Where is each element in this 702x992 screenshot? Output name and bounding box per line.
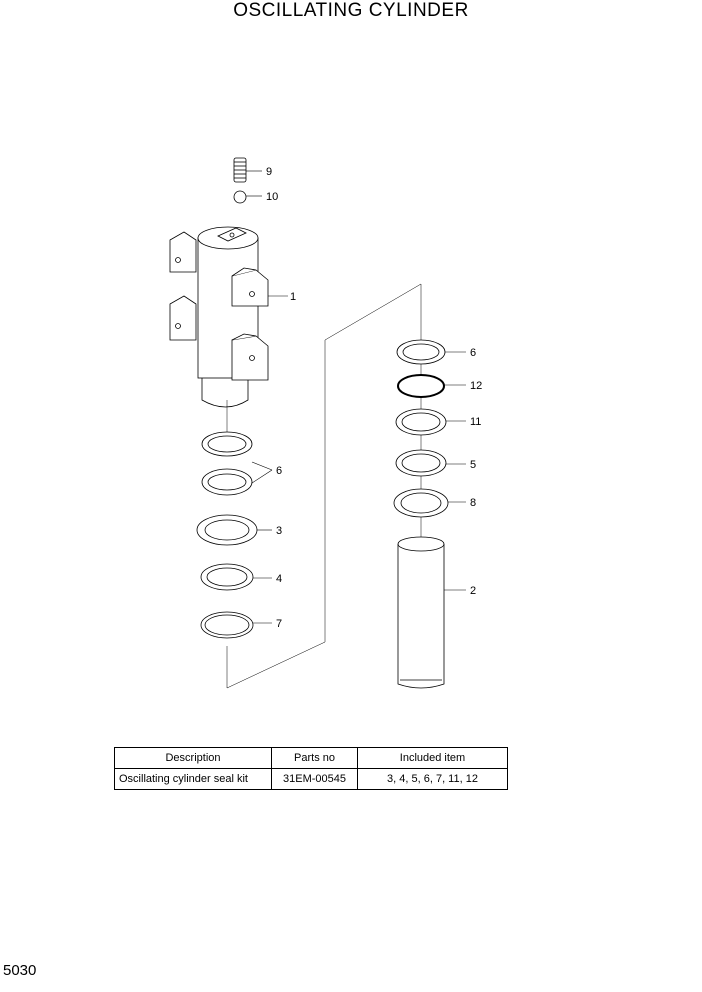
cell-description: Oscillating cylinder seal kit [114, 768, 272, 790]
callout-8: 8 [470, 497, 476, 509]
column-header-parts-no: Parts no [271, 747, 358, 769]
seal-6-right [396, 339, 446, 365]
callout-6-left: 6 [276, 465, 282, 477]
page-title: OSCILLATING CYLINDER [233, 0, 469, 21]
column-header-included-item: Included item [357, 747, 508, 769]
callout-1: 1 [290, 291, 296, 303]
callout-3: 3 [276, 525, 282, 537]
callout-10: 10 [266, 191, 278, 203]
seal-7 [200, 611, 254, 639]
callout-9: 9 [266, 166, 272, 178]
parts-table: Description Parts no Included item Oscil… [114, 747, 508, 790]
seal-8 [393, 488, 449, 518]
callout-4: 4 [276, 573, 282, 585]
seal-6-upper [201, 431, 253, 457]
cell-parts-no: 31EM-00545 [271, 768, 358, 790]
seal-11 [395, 408, 447, 436]
seal-3 [196, 514, 258, 546]
seal-5 [395, 449, 447, 477]
callout-7: 7 [276, 618, 282, 630]
piston-rod [397, 536, 445, 689]
seal-4 [200, 563, 254, 591]
table-row: Oscillating cylinder seal kit 31EM-00545… [114, 768, 508, 790]
cylinder-body [169, 226, 269, 408]
callout-12: 12 [470, 380, 482, 392]
callout-5: 5 [470, 459, 476, 471]
callout-2: 2 [470, 585, 476, 597]
grease-nipple [233, 157, 247, 183]
callout-11: 11 [470, 416, 481, 428]
seal-6-lower [201, 468, 253, 496]
steel-ball [233, 190, 247, 204]
column-header-description: Description [114, 747, 272, 769]
cell-included-item: 3, 4, 5, 6, 7, 11, 12 [357, 768, 508, 790]
callout-6-right: 6 [470, 347, 476, 359]
table-header-row: Description Parts no Included item [114, 747, 508, 769]
page-number: 5030 [3, 962, 37, 979]
o-ring-12 [397, 374, 445, 398]
